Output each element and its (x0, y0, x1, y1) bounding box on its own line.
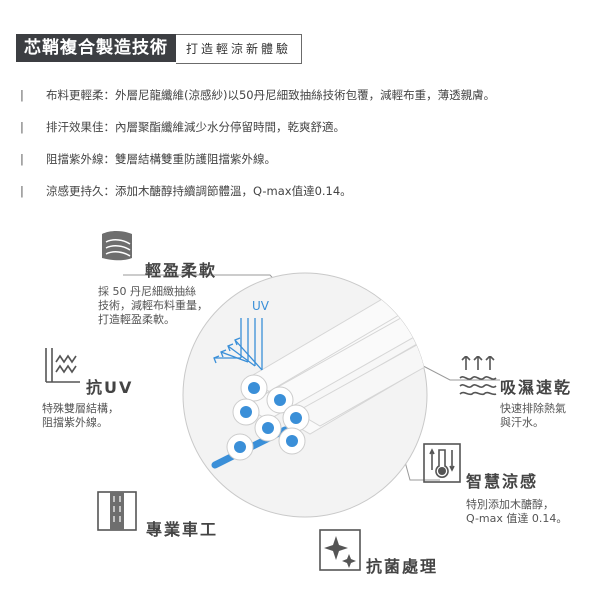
feature-text: 添加木醣醇持續調節體溫，Q-max值達0.14。 (115, 184, 352, 198)
stitching-icon (97, 491, 137, 531)
callout-uv-title: 抗UV (86, 378, 134, 397)
feature-item: |排汗效果佳：內層聚酯纖維減少水分停留時間，乾爽舒適。 (20, 120, 345, 134)
feature-text: 內層聚酯纖維減少水分停留時間，乾爽舒適。 (115, 120, 345, 134)
feature-text: 雙層結構雙重防護阻擋紫外線。 (115, 152, 276, 166)
callout-antibac-title: 抗菌處理 (366, 557, 439, 576)
header: 芯鞘複合製造技術 打造輕涼新體驗 (16, 34, 303, 64)
feature-item: |布料更輕柔：外層尼龍纖維(涼感紗)以50丹尼細致抽絲技術包覆，減輕布重，薄透親… (20, 88, 496, 102)
header-title: 芯鞘複合製造技術 (16, 34, 176, 62)
fiber-ends (226, 374, 310, 461)
uv-shield-icon (45, 348, 80, 383)
uv-rays (213, 318, 263, 371)
feature-list: |布料更輕柔：外層尼龍纖維(涼感紗)以50丹尼細致抽絲技術包覆，減輕布重，薄透親… (20, 86, 495, 214)
callout-cool-desc: 特別添加木醣醇， Q-max 值達 0.14。 (466, 498, 568, 525)
feature-label: 布料更輕柔： (46, 88, 115, 102)
feature-item: |阻擋紫外線：雙層結構雙重防護阻擋紫外線。 (20, 152, 276, 166)
uv-label: UV (252, 299, 270, 313)
callout-light-title: 輕盈柔軟 (145, 261, 218, 280)
callout-moisture-title: 吸濕速乾 (500, 378, 573, 397)
cooling-thermometer-icon (423, 443, 461, 483)
sparkle-icon (319, 529, 361, 571)
feature-text: 外層尼龍纖維(涼感紗)以50丹尼細致抽絲技術包覆，減輕布重，薄透親膚。 (115, 88, 496, 102)
feature-item: |涼感更持久：添加木醣醇持續調節體溫，Q-max值達0.14。 (20, 184, 352, 198)
callout-pro-title: 專業車工 (146, 520, 219, 539)
callout-light-desc: 採 50 丹尼細緻抽絲 技術，減輕布料重量， 打造輕盈柔軟。 (98, 285, 208, 326)
feature-label: 涼感更持久： (46, 184, 115, 198)
callout-cool-title: 智慧涼感 (466, 472, 539, 491)
header-subtitle: 打造輕涼新體驗 (176, 34, 303, 64)
moisture-wicking-icon (459, 356, 497, 396)
feature-label: 阻擋紫外線： (46, 152, 115, 166)
callout-moisture-desc: 快速排除熱氣 與汗水。 (500, 402, 566, 429)
fabric-icon (102, 231, 132, 261)
callout-uv-desc: 特殊雙層結構， 阻擋紫外線。 (42, 402, 119, 429)
feature-label: 排汗效果佳： (46, 120, 115, 134)
